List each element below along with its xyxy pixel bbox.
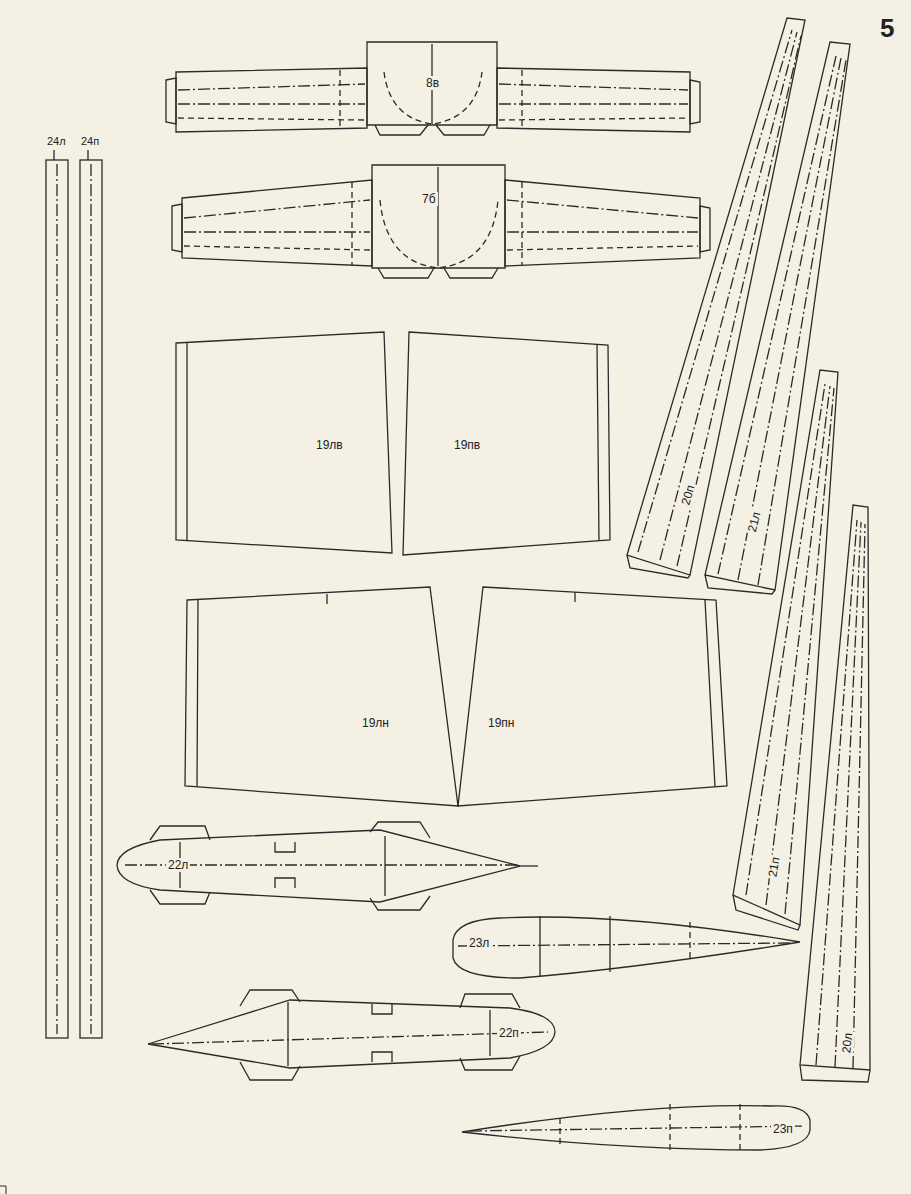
part-number: 19пв [452,438,482,452]
part-number: 21л [744,508,763,535]
part-number: 19лн [360,716,391,730]
part-number: 20л [839,1030,855,1055]
part-number: 21п [765,854,783,880]
part-7 [172,165,710,278]
part-22 [148,990,555,1080]
part-number: 8в [424,76,441,90]
part-19 [176,332,727,806]
part-number: 19пн [486,716,516,730]
part-number: 22п [497,1026,521,1040]
part-number: 24п [79,135,101,148]
part-20-21 [627,18,870,1082]
part-23 [462,1104,810,1150]
part-23 [453,916,800,978]
part-number: 20п [678,482,698,509]
strip-24 [46,150,102,1038]
part-number: 23п [771,1122,795,1136]
part-number: 23л [467,936,491,950]
part-number: 24л [45,135,68,148]
part-number: 19лв [314,438,345,452]
part-8 [166,42,700,135]
part-22 [117,822,538,910]
part-number: 7б [420,192,438,206]
part-number: 5 [878,14,896,42]
part-number: 22л [166,858,190,872]
